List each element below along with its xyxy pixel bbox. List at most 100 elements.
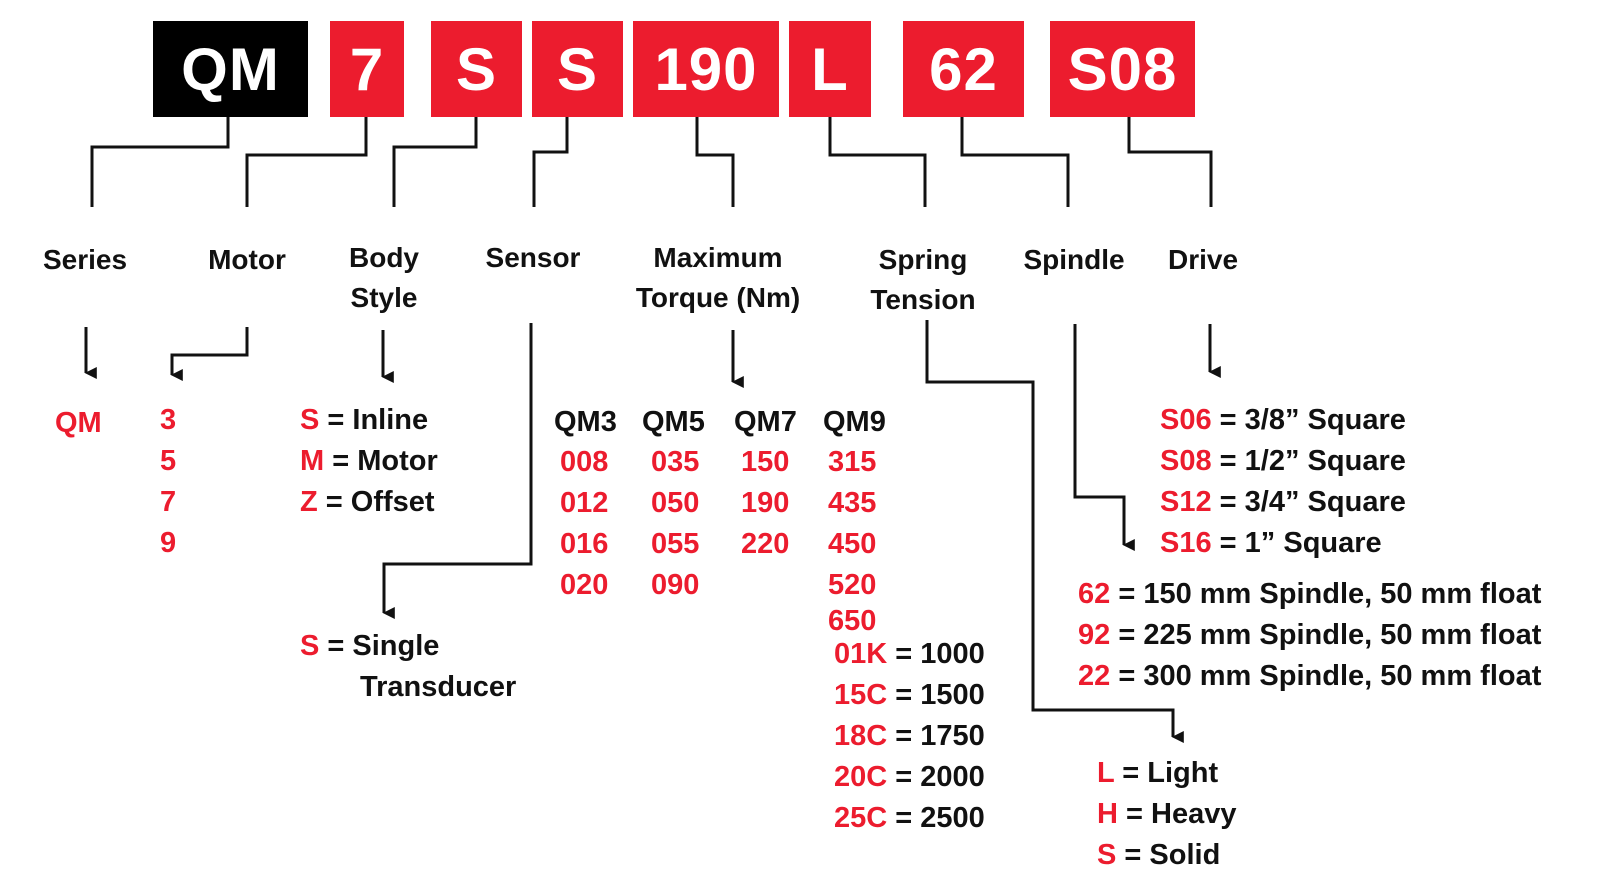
drive-option-eq: = bbox=[1211, 445, 1245, 477]
torque-ext-code: 15C bbox=[834, 679, 888, 711]
torque-ext-row: 20C = 2000 bbox=[834, 757, 985, 798]
spring-option-desc: Light bbox=[1147, 757, 1219, 789]
torque-column-qm3: 008 012 016 020 bbox=[560, 442, 608, 606]
torque-value: 520 bbox=[828, 569, 877, 601]
label-body-style: Body Style bbox=[335, 238, 433, 318]
label-sensor: Sensor bbox=[485, 242, 581, 273]
torque-ext-value: 1750 bbox=[920, 720, 985, 752]
body-option-desc: Inline bbox=[352, 404, 429, 436]
body-style-options: S = Inline M = Motor Z = Offset bbox=[300, 400, 438, 523]
spindle-option-code: 62 bbox=[1078, 578, 1111, 610]
torque-header-qm3: QM3 bbox=[554, 406, 617, 438]
torque-ext-eq: = bbox=[887, 802, 921, 834]
spindle-option-code: 92 bbox=[1078, 619, 1111, 651]
torque-ext-row: 18C = 1750 bbox=[834, 716, 985, 757]
wire-body bbox=[392, 117, 478, 207]
label-spring-line2: Tension bbox=[870, 284, 976, 315]
label-body-line1: Body bbox=[349, 242, 419, 273]
torque-value: 150 bbox=[741, 446, 790, 478]
spring-option: S = Solid bbox=[1097, 835, 1236, 876]
torque-header-qm9: QM9 bbox=[823, 406, 886, 438]
torque-column-qm7: 150 190 220 bbox=[741, 442, 789, 565]
spindle-option: 22 = 300 mm Spindle, 50 mm float bbox=[1078, 656, 1541, 697]
label-drive: Drive bbox=[1167, 244, 1239, 275]
body-option-eq: = bbox=[317, 486, 351, 518]
torque-value: 020 bbox=[560, 569, 609, 601]
wire-motor bbox=[245, 117, 368, 207]
spring-option-eq: = bbox=[1116, 839, 1150, 871]
torque-ext-eq: = bbox=[887, 679, 921, 711]
torque-ext-row: 25C = 2500 bbox=[834, 798, 985, 839]
torque-ext-code: 20C bbox=[834, 761, 888, 793]
code-box-sensor: S bbox=[532, 21, 623, 117]
sensor-option-desc: Single bbox=[352, 630, 440, 662]
wire-sensor-down bbox=[382, 323, 533, 619]
spindle-option-code: 22 bbox=[1078, 660, 1111, 692]
torque-value: 055 bbox=[651, 528, 700, 560]
sensor-option: S = Single Transducer bbox=[300, 626, 516, 708]
body-option: S = Inline bbox=[300, 400, 438, 441]
torque-value: 315 bbox=[828, 446, 877, 478]
body-option-eq: = bbox=[319, 404, 353, 436]
spring-tension-options: L = Light H = Heavy S = Solid bbox=[1097, 753, 1236, 876]
torque-ext-eq: = bbox=[887, 638, 921, 670]
body-option-desc: Motor bbox=[357, 445, 438, 477]
torque-ext-eq: = bbox=[887, 761, 921, 793]
drive-options: S06 = 3/8” Square S08 = 1/2” Square S12 … bbox=[1160, 400, 1406, 564]
torque-ext-eq: = bbox=[887, 720, 921, 752]
spring-option-code: L bbox=[1097, 757, 1115, 789]
wire-spindle bbox=[960, 117, 1070, 207]
sensor-option-code: S bbox=[300, 630, 320, 662]
drive-option-code: S06 bbox=[1160, 404, 1212, 436]
motor-option: 9 bbox=[160, 527, 177, 559]
spindle-option: 62 = 150 mm Spindle, 50 mm float bbox=[1078, 574, 1541, 615]
label-series: Series bbox=[42, 244, 128, 275]
drive-option-desc: 1/2” Square bbox=[1244, 445, 1406, 477]
torque-value: 050 bbox=[651, 487, 700, 519]
label-body-line2: Style bbox=[350, 282, 418, 313]
spring-option-code: S bbox=[1097, 839, 1117, 871]
sensor-option-eq: = bbox=[319, 630, 353, 662]
label-spring-line1: Spring bbox=[878, 244, 968, 275]
series-option: QM bbox=[55, 407, 102, 439]
motor-option: 3 bbox=[160, 404, 177, 436]
spring-option-desc: Heavy bbox=[1151, 798, 1237, 830]
torque-value: 220 bbox=[741, 528, 790, 560]
torque-ext-value: 1000 bbox=[920, 638, 985, 670]
spring-option-eq: = bbox=[1114, 757, 1148, 789]
body-option: Z = Offset bbox=[300, 482, 438, 523]
wire-series bbox=[90, 117, 230, 207]
torque-value: 008 bbox=[560, 446, 609, 478]
drive-option-desc: 3/4” Square bbox=[1244, 486, 1406, 518]
torque-column-qm9: 315 435 450 520 650 bbox=[828, 442, 876, 636]
spindle-option-eq: = bbox=[1110, 619, 1144, 651]
torque-ext-row: 15C = 1500 bbox=[834, 675, 985, 716]
torque-ext-value: 1500 bbox=[920, 679, 985, 711]
torque-ext-code: 25C bbox=[834, 802, 888, 834]
torque-extended-codes: 01K = 1000 15C = 1500 18C = 1750 20C = 2… bbox=[834, 634, 985, 839]
wire-sensor bbox=[532, 117, 569, 207]
wire-spindle-down bbox=[1073, 324, 1135, 551]
torque-value: 035 bbox=[651, 446, 700, 478]
torque-value: 450 bbox=[828, 528, 877, 560]
body-option-code: M bbox=[300, 445, 325, 477]
wire-drive bbox=[1127, 117, 1213, 207]
drive-option-eq: = bbox=[1211, 486, 1245, 518]
drive-option: S12 = 3/4” Square bbox=[1160, 482, 1406, 523]
spring-option-code: H bbox=[1097, 798, 1118, 830]
drive-option-code: S08 bbox=[1160, 445, 1212, 477]
label-motor: Motor bbox=[208, 244, 286, 275]
label-spring-tension: Spring Tension bbox=[860, 240, 986, 320]
label-torque-line2: Torque (Nm) bbox=[635, 282, 801, 313]
code-box-torque: 190 bbox=[633, 21, 779, 117]
drive-option: S08 = 1/2” Square bbox=[1160, 441, 1406, 482]
spindle-option-desc: 150 mm Spindle, 50 mm float bbox=[1143, 578, 1542, 610]
motor-option: 7 bbox=[160, 486, 177, 518]
torque-value: 090 bbox=[651, 569, 700, 601]
wire-motor-down bbox=[170, 327, 249, 381]
drive-option: S16 = 1” Square bbox=[1160, 523, 1406, 564]
torque-value: 435 bbox=[828, 487, 877, 519]
torque-value: 012 bbox=[560, 487, 609, 519]
torque-header-qm7: QM7 bbox=[734, 406, 797, 438]
